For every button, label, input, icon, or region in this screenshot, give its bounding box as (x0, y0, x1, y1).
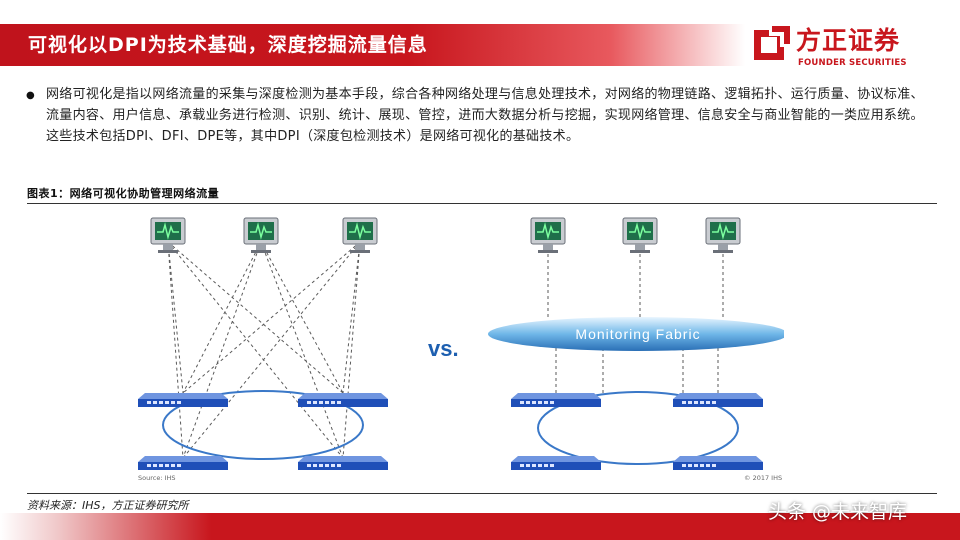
monitor-icon (622, 217, 658, 254)
monitor-icon (342, 217, 378, 254)
figure-source-left: Source: IHS (138, 474, 176, 482)
network-diagram: vs. Monitoring Fabric (138, 217, 788, 470)
bullet-icon: ● (26, 90, 35, 101)
founder-logo-icon (754, 26, 790, 60)
body-paragraph: 网络可视化是指以网络流量的采集与深度检测为基本手段，综合各种网络处理与信息处理技… (46, 87, 924, 144)
figure-top-rule (27, 203, 937, 204)
monitor-icon (530, 217, 566, 254)
switch-icon (298, 456, 388, 470)
monitoring-fabric-ellipse (488, 317, 788, 351)
logo-name-en: FOUNDER SECURITIES (798, 58, 907, 68)
watermark: 头条 @未来智库 (768, 501, 908, 523)
source-note: 资料来源：IHS，方正证券研究所 (27, 499, 189, 512)
figure-label: 图表1：网络可视化协助管理网络流量 (27, 187, 220, 200)
right-ring (537, 391, 739, 465)
switch-icon (138, 393, 228, 407)
footer-bar (0, 513, 960, 540)
switch-icon (298, 393, 388, 407)
right-dashed-links (547, 254, 724, 393)
network-figure: vs. Monitoring Fabric Source: IHS © 2017… (128, 210, 788, 488)
vs-text: vs. (428, 336, 459, 361)
monitoring-fabric-label: Monitoring Fabric (575, 326, 700, 342)
monitor-icon (243, 217, 279, 254)
switch-icon (138, 456, 228, 470)
left-ring (162, 390, 364, 460)
switch-icon (511, 393, 601, 407)
title-bar (0, 24, 745, 66)
logo-name-cn: 方正证券 (796, 26, 901, 55)
figure-source-right: © 2017 IHS (744, 474, 783, 482)
switch-icon (673, 456, 763, 470)
company-logo: 方正证券 FOUNDER SECURITIES (752, 24, 927, 72)
switch-icon (511, 456, 601, 470)
monitor-icon (150, 217, 186, 254)
figure-bottom-rule (27, 493, 937, 494)
page-title: 可视化以DPI为技术基础，深度挖掘流量信息 (28, 34, 428, 56)
monitor-icon (705, 217, 741, 254)
switch-icon (673, 393, 763, 407)
left-dashed-mesh (167, 241, 361, 459)
